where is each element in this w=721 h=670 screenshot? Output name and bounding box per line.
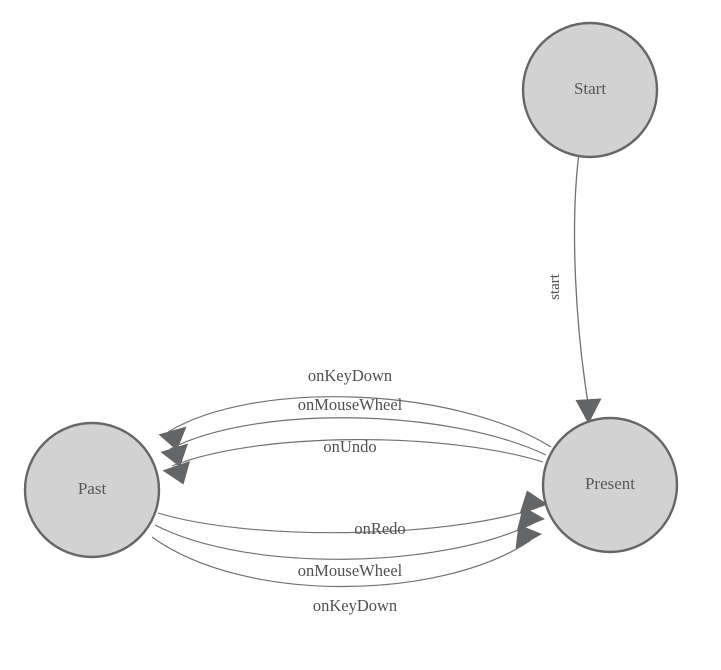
edge-present-to-past-onmousewheel-path (169, 417, 547, 456)
node-start-circle (521, 21, 659, 159)
edge-present-to-past-onkeydown-path (167, 396, 552, 448)
edge-label-past-to-present-onmousewheel: onMouseWheel (298, 561, 403, 580)
arrowhead-start-to-present (575, 398, 602, 424)
edge-present-to-past-onkeydown[interactable]: onKeyDown (158, 366, 552, 451)
edge-present-to-past-onundo-path (171, 439, 544, 467)
edge-label-present-to-past-onmousewheel: onMouseWheel (298, 395, 403, 414)
node-present-label: Present (585, 474, 635, 493)
node-present-circle (541, 416, 679, 554)
node-present[interactable]: Present (541, 416, 679, 554)
node-past-label: Past (78, 479, 107, 498)
arrowhead-past-to-present-onredo (519, 490, 548, 514)
edge-present-to-past-onmousewheel[interactable]: onMouseWheel (160, 395, 547, 467)
edge-start-to-present-path (573, 156, 590, 407)
arrowhead-present-to-past-onmousewheel (160, 443, 188, 467)
edge-label-present-to-past-onundo: onUndo (323, 437, 376, 456)
edge-past-to-present-onmousewheel[interactable]: onMouseWheel (154, 506, 545, 581)
edge-past-to-present-onredo-path (157, 507, 538, 534)
arrowhead-past-to-present-onmousewheel (517, 506, 545, 531)
edge-present-to-past-onundo[interactable]: onUndo (162, 437, 544, 485)
edge-past-to-present-onmousewheel-path (154, 522, 535, 560)
node-past[interactable]: Past (23, 421, 161, 559)
arrowhead-present-to-past-onundo (162, 461, 190, 485)
arrowhead-past-to-present-onkeydown (515, 524, 542, 549)
edge-label-past-to-present-onkeydown: onKeyDown (313, 596, 397, 615)
edge-past-to-present-onkeydown[interactable]: onKeyDown (151, 524, 542, 616)
node-past-circle (23, 421, 161, 559)
edge-past-to-present-onredo[interactable]: onRedo (157, 490, 548, 539)
edge-label-present-to-past-onkeydown: onKeyDown (308, 366, 392, 385)
edge-start-to-present[interactable]: start (547, 156, 602, 424)
edge-past-to-present-onkeydown-path (151, 536, 532, 588)
node-start[interactable]: Start (521, 21, 659, 159)
arrowhead-present-to-past-onkeydown (158, 426, 187, 451)
edge-label-start: start (547, 273, 563, 300)
node-start-label: Start (574, 79, 606, 98)
edge-label-past-to-present-onredo: onRedo (354, 519, 405, 538)
